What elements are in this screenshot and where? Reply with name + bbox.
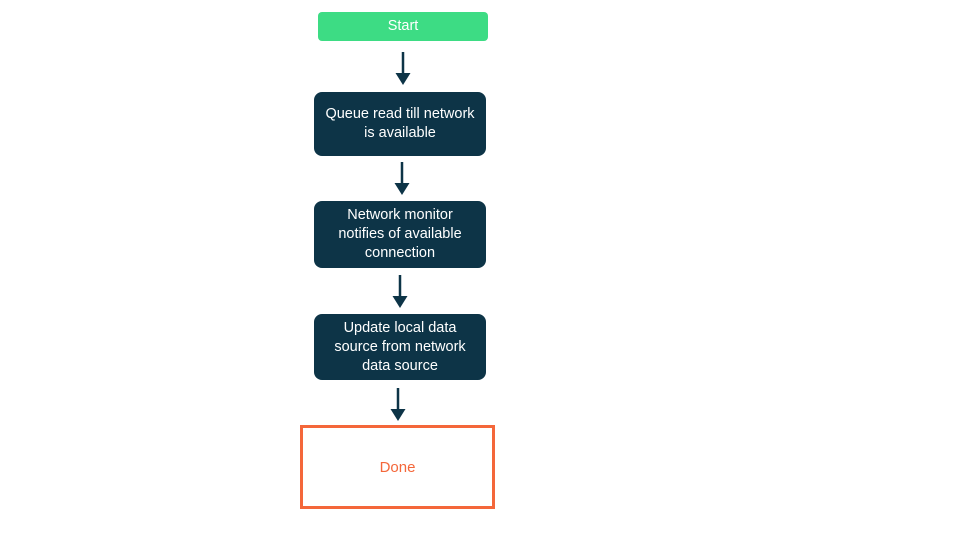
flow-node-network-monitor-label: Network monitor notifies of available co… (338, 207, 462, 261)
flow-node-done-label: Done (379, 458, 416, 476)
flow-node-start: Start (318, 12, 488, 41)
flow-node-update-local: Update local data source from network da… (314, 314, 486, 380)
flow-node-network-monitor: Network monitor notifies of available co… (314, 201, 486, 268)
arrow-down-icon (395, 52, 411, 85)
flow-node-queue-read: Queue read till network is available (314, 92, 486, 156)
flow-node-queue-read-label: Queue read till network is available (325, 106, 475, 141)
flow-node-update-local-label: Update local data source from network da… (334, 319, 466, 374)
arrow-down-icon (390, 388, 406, 421)
arrow-down-icon (394, 162, 410, 195)
flow-node-done: Done (300, 425, 495, 509)
flow-node-start-label: Start (387, 18, 419, 34)
arrow-down-icon (392, 275, 408, 308)
